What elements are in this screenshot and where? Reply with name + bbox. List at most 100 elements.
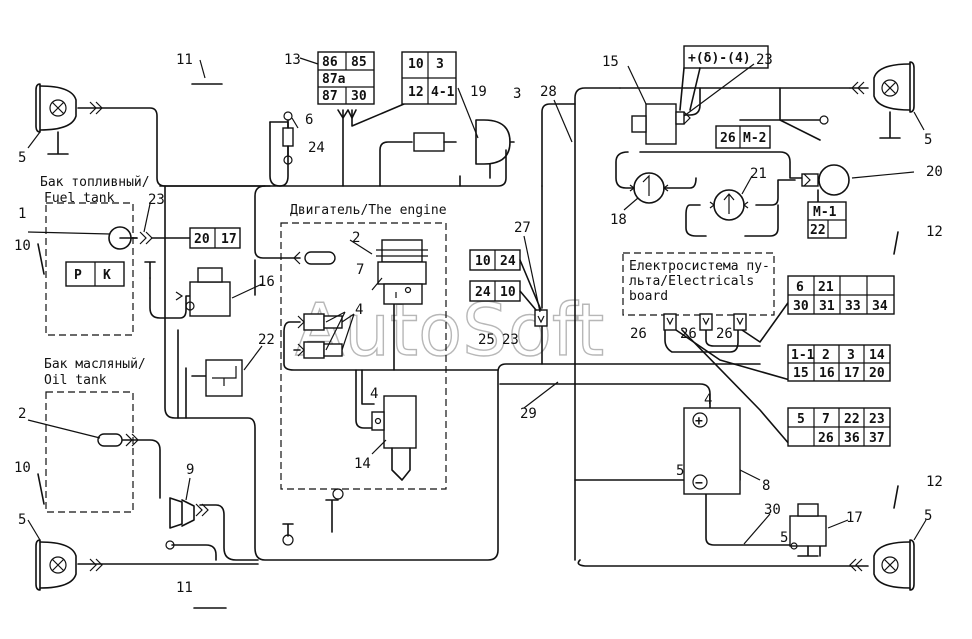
relay-13: 86 85 87a 87 30 xyxy=(317,51,375,119)
cell-5: 5 xyxy=(797,412,805,427)
callout-20: 20 xyxy=(926,164,943,180)
watermark: AutoSoft xyxy=(295,288,604,372)
board-connector-26-a xyxy=(663,313,677,331)
callout-10-bottom: 10 xyxy=(14,460,31,476)
battery-8: + − xyxy=(683,407,741,495)
lamp-top-left xyxy=(35,83,103,155)
ground-bottom xyxy=(282,523,294,537)
cell-24-a: 24 xyxy=(500,254,516,269)
callout-14: 14 xyxy=(354,456,371,472)
oil-tank-label-en: Oil tank xyxy=(44,373,107,388)
cell-31: 31 xyxy=(819,299,835,314)
reflector-12-top xyxy=(893,231,899,255)
cell-2: 2 xyxy=(822,348,830,363)
callout-12-bottom: 12 xyxy=(926,474,943,490)
callout-21: 21 xyxy=(750,166,767,182)
connector-m1-22: M-1 22 xyxy=(807,201,847,239)
cell-7: 7 xyxy=(822,412,830,427)
connector-26-m2: 26 M-2 xyxy=(715,125,771,149)
fuel-level-sensor-1: P K xyxy=(65,226,153,287)
relay-pin-30: 30 xyxy=(351,89,367,104)
gauge-18 xyxy=(629,172,669,204)
unit-16 xyxy=(144,261,231,317)
callout-5-top-right: 5 xyxy=(924,132,932,148)
fuel-tank-label-ru: Бак топливный/ xyxy=(40,175,150,190)
sensor-20 xyxy=(801,164,850,196)
engine-sensor-2 xyxy=(293,251,336,265)
callout-labels: 1 2 2 3 4 4 5 5 5 5 5 6 7 8 9 10 10 11 1… xyxy=(14,52,943,596)
cell-3: 3 xyxy=(847,348,855,363)
callout-24: 24 xyxy=(308,140,325,156)
callout-19: 19 xyxy=(470,84,487,100)
relay-pin-85: 85 xyxy=(351,55,367,70)
cell-15: 15 xyxy=(793,366,809,381)
wire-harness xyxy=(77,79,869,567)
callout-9: 9 xyxy=(186,462,194,478)
engine-ground-terminal xyxy=(332,488,344,500)
fuel-pin-k: K xyxy=(103,268,111,283)
oil-sensor-2 xyxy=(97,433,139,447)
connector-6-21: 6 21 30 31 33 34 xyxy=(787,275,895,315)
callout-26-b: 26 xyxy=(680,326,697,342)
callout-4-battery: 4 xyxy=(704,392,712,408)
reflector-12-bottom xyxy=(893,485,899,509)
cell-3: 3 xyxy=(436,57,444,72)
connector-20-17: 20 17 xyxy=(189,227,241,249)
ground-bottom-terminal xyxy=(282,534,294,546)
relay-pin-87a: 87a xyxy=(322,72,346,87)
callout-11-bottom: 11 xyxy=(176,580,193,596)
horn-3 xyxy=(475,119,515,179)
engine-ground xyxy=(325,499,339,533)
callout-22: 22 xyxy=(258,332,275,348)
cell-26: 26 xyxy=(818,431,834,446)
buzzer-9 xyxy=(165,497,209,550)
callout-18: 18 xyxy=(610,212,627,228)
callout-5-top-left: 5 xyxy=(18,150,26,166)
callout-23-center: 23 xyxy=(502,332,519,348)
cell-23: 23 xyxy=(869,412,885,427)
cell-m1: M-1 xyxy=(813,205,837,220)
cell-14: 14 xyxy=(869,348,885,363)
cell-1-1: 1-1 xyxy=(791,348,815,363)
generator-7 xyxy=(376,239,428,305)
engine-area xyxy=(280,222,447,490)
connector-24-10: 24 10 xyxy=(469,280,521,302)
callout-12-top: 12 xyxy=(926,224,943,240)
callout-8: 8 xyxy=(762,478,770,494)
engine-sensors-4 xyxy=(297,313,355,359)
cell-30: 30 xyxy=(793,299,809,314)
switch-15 xyxy=(631,103,691,145)
sensor-19 xyxy=(413,132,457,152)
board-connector-marks xyxy=(666,317,744,326)
callout-13: 13 xyxy=(284,52,301,68)
cell-22: 22 xyxy=(844,412,860,427)
callout-28: 28 xyxy=(540,84,557,100)
fuel-pin-p: P xyxy=(74,268,82,283)
cell-m2: M-2 xyxy=(743,131,766,146)
callout-23-fuel: 23 xyxy=(148,192,165,208)
callout-17: 17 xyxy=(846,510,863,526)
connector-10-24: 10 24 xyxy=(469,249,521,271)
callout-15: 15 xyxy=(602,54,619,70)
callout-23-switch: 23 xyxy=(756,52,773,68)
lamp-bottom-left xyxy=(35,539,103,591)
callout-4-starter: 4 xyxy=(370,386,378,402)
callout-26-a: 26 xyxy=(630,326,647,342)
callout-30: 30 xyxy=(764,502,781,518)
electricals-board-area xyxy=(622,252,775,316)
switch-22 xyxy=(205,359,243,397)
fuel-tank-label-en: Fuel tank xyxy=(44,191,115,206)
cell-10-b: 10 xyxy=(500,285,516,300)
battery-plus: + xyxy=(695,414,703,429)
callout-2-oil: 2 xyxy=(18,406,26,422)
connector-10-3: 10 3 12 4-1 xyxy=(401,51,457,105)
switch-17 xyxy=(789,503,827,557)
callout-5-bottom-left: 5 xyxy=(18,512,26,528)
electricals-label-1: Електросистема пу- xyxy=(629,259,770,274)
engine-label: Двигатель/The engine xyxy=(290,203,447,218)
cell-10-a: 10 xyxy=(475,254,491,269)
callout-26-c: 26 xyxy=(716,326,733,342)
cell-6: 6 xyxy=(796,280,804,295)
callout-29: 29 xyxy=(520,406,537,422)
